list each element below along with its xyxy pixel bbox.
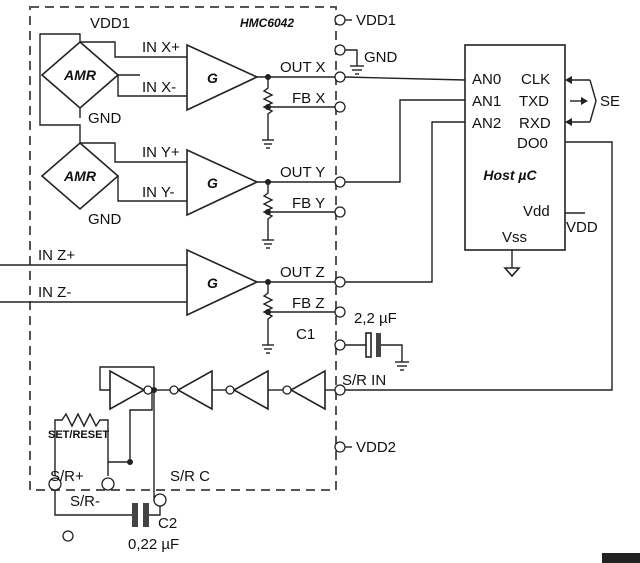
chip-boundary <box>29 6 337 491</box>
fb-y-label: FB Y <box>292 195 325 212</box>
host-title: Host µC <box>483 167 537 183</box>
pin-gnd-label: GND <box>364 49 398 66</box>
pin-sr-c <box>153 493 167 507</box>
pin-vdd2-label: VDD2 <box>356 439 396 456</box>
host-vdd-pin: Vdd <box>523 203 550 220</box>
wire-out-x <box>344 76 466 81</box>
amp-z-gain: G <box>207 275 218 291</box>
sensor-gnd-x-label: GND <box>88 110 122 127</box>
in-z-minus-label: IN Z- <box>38 284 71 301</box>
host-an0: AN0 <box>472 71 501 88</box>
in-z-plus-label: IN Z+ <box>38 247 75 264</box>
wire-out-y <box>345 99 465 183</box>
pin-gnd <box>334 44 346 56</box>
pin-vdd1 <box>334 14 346 26</box>
pin-sr-minus-label: S/R- <box>70 493 100 510</box>
host-an1: AN1 <box>472 93 501 110</box>
host-txd: TXD <box>519 93 549 110</box>
c2-label: C2 <box>158 515 177 532</box>
out-x-label: OUT X <box>280 59 326 76</box>
sensor-supply-wire <box>39 33 81 143</box>
out-y-label: OUT Y <box>280 164 325 181</box>
c1-label: C1 <box>296 326 315 343</box>
amp-x-gain: G <box>207 70 218 86</box>
host-microcontroller <box>464 44 566 251</box>
set-reset-strap <box>54 412 109 476</box>
in-y-plus-label: IN Y+ <box>142 144 180 161</box>
host-clk: CLK <box>521 71 550 88</box>
se-label: SE <box>600 93 620 110</box>
amplifier-x: G <box>186 43 259 112</box>
pin-sr-c-label: S/R C <box>170 468 210 485</box>
host-rxd: RXD <box>519 115 551 132</box>
sensor-gnd-y-label: GND <box>88 211 122 228</box>
wire-sr-in <box>345 141 613 391</box>
amr-x-label: AMR <box>63 67 97 83</box>
pin-vdd2 <box>334 441 346 453</box>
out-z-label: OUT Z <box>280 264 325 281</box>
c2-value: 0,22 µF <box>128 536 179 553</box>
pin-fb-z <box>334 306 346 318</box>
pin-fb-y <box>334 206 346 218</box>
pin-out-z <box>334 276 346 288</box>
amr-y-label: AMR <box>63 168 97 184</box>
pin-sr-in-label: S/R IN <box>342 372 386 389</box>
serial-bus-se <box>565 76 597 126</box>
pin-out-y <box>334 176 346 188</box>
inverter-chain <box>99 366 335 501</box>
host-do0: DO0 <box>517 135 548 152</box>
c1-value: 2,2 µF <box>354 310 397 327</box>
amplifier-z: G <box>186 248 259 317</box>
pin-fb-x <box>334 101 346 113</box>
set-reset-label: SET/RESET <box>48 429 109 441</box>
chip-title: HMC6042 <box>240 16 294 30</box>
sensor-vdd1-label: VDD1 <box>90 15 130 32</box>
host-an2: AN2 <box>472 115 501 132</box>
capacitor-c2 <box>54 490 161 527</box>
pin-out-x <box>334 71 346 83</box>
output-y-network <box>257 179 340 249</box>
in-y-minus-label: IN Y- <box>142 184 175 201</box>
host-vss-pin: Vss <box>502 229 527 246</box>
wire-out-z <box>345 121 465 283</box>
in-x-plus-label: IN X+ <box>142 39 180 56</box>
amp-y-gain: G <box>207 175 218 191</box>
in-x-minus-label: IN X- <box>142 79 176 96</box>
fb-z-label: FB Z <box>292 295 325 312</box>
pin-sr-plus-label: S/R+ <box>50 468 84 485</box>
capacitor-c1 <box>334 332 409 371</box>
corner-mark <box>602 553 640 563</box>
host-vdd-net: VDD <box>566 219 598 236</box>
output-z-network <box>257 279 340 354</box>
output-x-network <box>257 74 340 149</box>
amplifier-y: G <box>186 148 259 217</box>
stray-pin-marker <box>62 530 74 542</box>
pin-vdd1-label: VDD1 <box>356 12 396 29</box>
amr-sensor-x: AMR <box>40 40 120 110</box>
pin-sr-minus <box>101 477 115 491</box>
fb-x-label: FB X <box>292 90 325 107</box>
amr-sensor-y: AMR <box>40 141 120 211</box>
